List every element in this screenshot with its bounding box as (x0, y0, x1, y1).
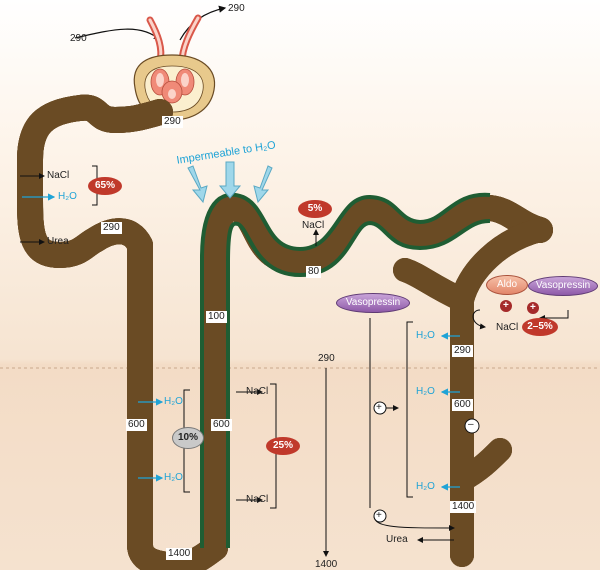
label-descending-top: 290 (101, 222, 122, 234)
label-nacl-ascending-2: NaCl (246, 494, 269, 505)
minus-marker (464, 418, 480, 434)
label-collecting-bottom: 1400 (450, 501, 477, 513)
label-h2o-proximal: H₂O (58, 191, 77, 202)
plus-vaso-cd: + (530, 302, 536, 313)
label-descending-mid: 600 (126, 419, 147, 431)
nephron-tubule (17, 108, 553, 570)
label-urea-collecting: Urea (386, 534, 408, 545)
label-h2o-cd-1: H₂O (416, 330, 435, 341)
plus-aldo: + (503, 300, 509, 311)
badge-distal: 5% (298, 200, 332, 218)
label-nacl-ascending-1: NaCl (246, 386, 269, 397)
label-collecting-cortex: 290 (452, 345, 473, 357)
label-collecting-mid: 600 (452, 399, 473, 411)
label-h2o-descending-1: H₂O (164, 396, 183, 407)
badge-collecting: 2–5% (522, 318, 558, 336)
label-h2o-cd-2: H₂O (416, 386, 435, 397)
label-bowman: 290 (162, 116, 183, 128)
badge-proximal: 65% (88, 177, 122, 195)
minus-sign: – (468, 419, 474, 430)
plus-marker-aldo (500, 300, 512, 312)
water-arrows (22, 193, 460, 491)
vasopressin-medulla: Vasopressin (336, 293, 410, 313)
label-h2o-cd-3: H₂O (416, 481, 435, 492)
plus-marker-vasopressin-2 (373, 509, 387, 523)
label-urea-proximal: Urea (47, 236, 69, 247)
collecting-duct (393, 218, 552, 567)
badge-descending: 10% (172, 427, 204, 449)
vasopressin-cortex: Vasopressin (528, 276, 598, 296)
label-h2o-descending-2: H₂O (164, 472, 183, 483)
label-afferent: 290 (70, 33, 87, 44)
plus-marker-vasopressin-1 (373, 401, 387, 415)
label-ascending-mid: 600 (211, 419, 232, 431)
label-nacl-collecting: NaCl (496, 322, 519, 333)
plus-marker-vaso-cd (527, 302, 539, 314)
impermeable-arrows (187, 161, 273, 204)
gradient-bottom: 1400 (315, 559, 338, 570)
label-loop-tip: 1400 (166, 548, 193, 560)
aldosterone: Aldo (486, 275, 528, 295)
label-efferent: 290 (228, 3, 245, 14)
plus-vaso-1: + (376, 402, 382, 413)
label-nacl-distal: NaCl (302, 220, 325, 231)
label-nacl-proximal: NaCl (47, 170, 70, 181)
badge-ascending: 25% (266, 437, 300, 455)
gradient-top: 290 (318, 353, 335, 364)
label-distal: 80 (306, 266, 322, 278)
plus-vaso-2: + (376, 510, 382, 521)
label-thick-ascending: 100 (206, 311, 227, 323)
